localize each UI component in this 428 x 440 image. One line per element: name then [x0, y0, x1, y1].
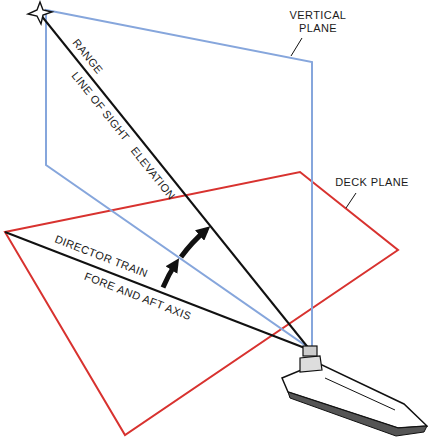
line-of-sight-label: LINE OF SIGHT	[68, 69, 131, 143]
train-arrow	[163, 263, 176, 288]
fore-aft-axis	[5, 232, 310, 350]
axis-label: DIRECTOR TRAIN	[53, 232, 150, 280]
plane-label: VERTICAL PLANE	[283, 9, 353, 35]
ship-figure	[282, 346, 427, 436]
leader-line	[291, 38, 302, 56]
line-of-sight	[40, 14, 310, 350]
elevation-arrow	[181, 230, 206, 257]
plane-label: DECK PLANE	[335, 176, 409, 189]
elevation-label: ELEVATION	[128, 144, 178, 202]
range-label: RANGE	[70, 36, 106, 76]
aircraft-symbol	[28, 2, 52, 24]
leader-line	[346, 193, 356, 208]
